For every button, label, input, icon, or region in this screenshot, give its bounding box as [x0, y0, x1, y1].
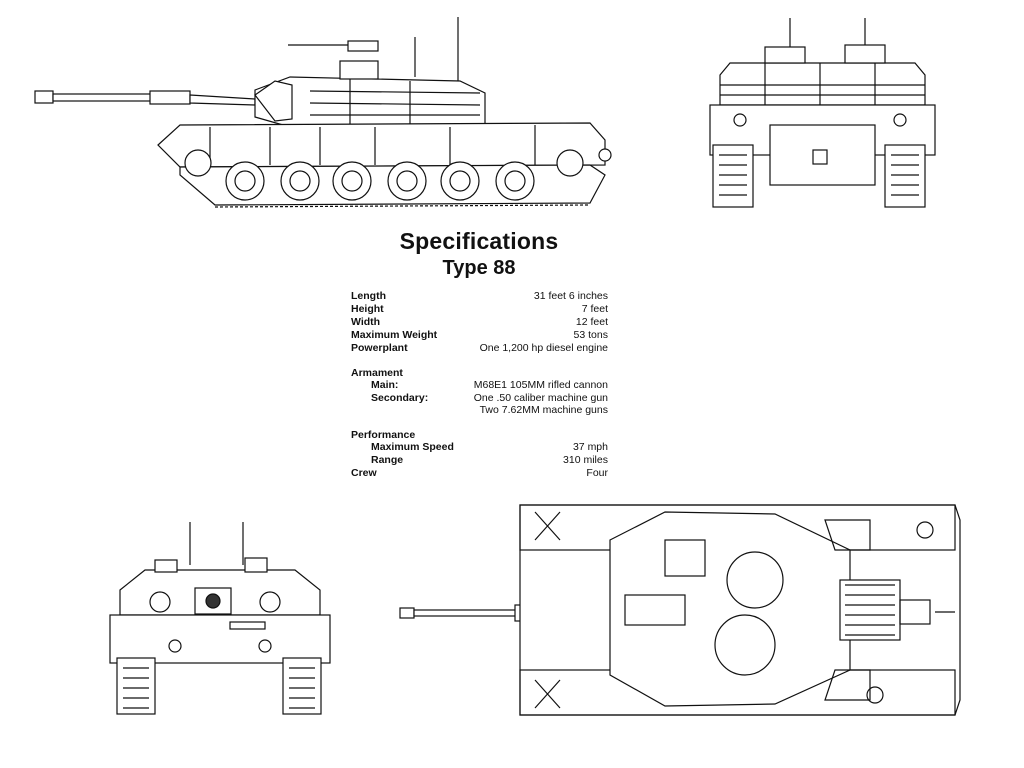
spec-title: Specifications [399, 228, 559, 254]
spec-row-secondary-armament-2: Two 7.62MM machine guns [351, 404, 608, 417]
spec-value: 53 tons [573, 329, 608, 341]
spec-label: Range [371, 454, 404, 466]
spec-subtitle: Type 88 [442, 257, 516, 279]
spec-row-width: Width 12 feet [351, 316, 608, 329]
spec-label: Main: [371, 379, 399, 391]
spec-value: One .50 caliber machine gun [473, 392, 608, 404]
spec-label: Maximum Speed [371, 441, 454, 453]
spec-heading: Armament [351, 367, 403, 379]
spec-label: Crew [351, 467, 377, 479]
spec-row-length: Length 31 feet 6 inches [351, 290, 608, 303]
side-view-drawing [30, 15, 620, 215]
spec-label: Length [351, 290, 386, 302]
spec-row-powerplant: Powerplant One 1,200 hp diesel engine [351, 342, 608, 355]
spec-heading-performance: Performance [351, 429, 608, 442]
spec-row-range: Range 310 miles [351, 454, 608, 467]
spec-value: M68E1 105MM rifled cannon [473, 379, 608, 391]
spec-row-max-speed: Maximum Speed 37 mph [351, 441, 608, 454]
spec-label: Maximum Weight [351, 329, 438, 341]
spec-heading: Performance [351, 429, 416, 441]
spec-value: One 1,200 hp diesel engine [479, 342, 608, 354]
spec-row-crew: Crew Four [351, 467, 608, 480]
spec-value: Four [586, 467, 608, 479]
spec-row-height: Height 7 feet [351, 303, 608, 316]
front-view-drawing [105, 520, 337, 718]
spec-value: 310 miles [563, 454, 608, 466]
spec-label: Powerplant [351, 342, 408, 354]
spec-row-secondary-armament: Secondary: One .50 caliber machine gun [351, 392, 608, 405]
spec-row-main-armament: Main: M68E1 105MM rifled cannon [351, 379, 608, 392]
spec-value: Two 7.62MM machine guns [479, 404, 608, 416]
top-view-drawing [395, 500, 973, 722]
rear-view-drawing [705, 15, 940, 213]
spec-value: 7 feet [581, 303, 608, 315]
spec-heading-armament: Armament [351, 367, 608, 380]
spec-row-weight: Maximum Weight 53 tons [351, 329, 608, 342]
spec-value: 31 feet 6 inches [533, 290, 608, 302]
spec-value: 37 mph [572, 441, 608, 453]
spec-label: Width [351, 316, 381, 328]
spec-value: 12 feet [575, 316, 608, 328]
spec-label: Secondary: [371, 392, 429, 404]
spec-label: Height [351, 303, 384, 315]
